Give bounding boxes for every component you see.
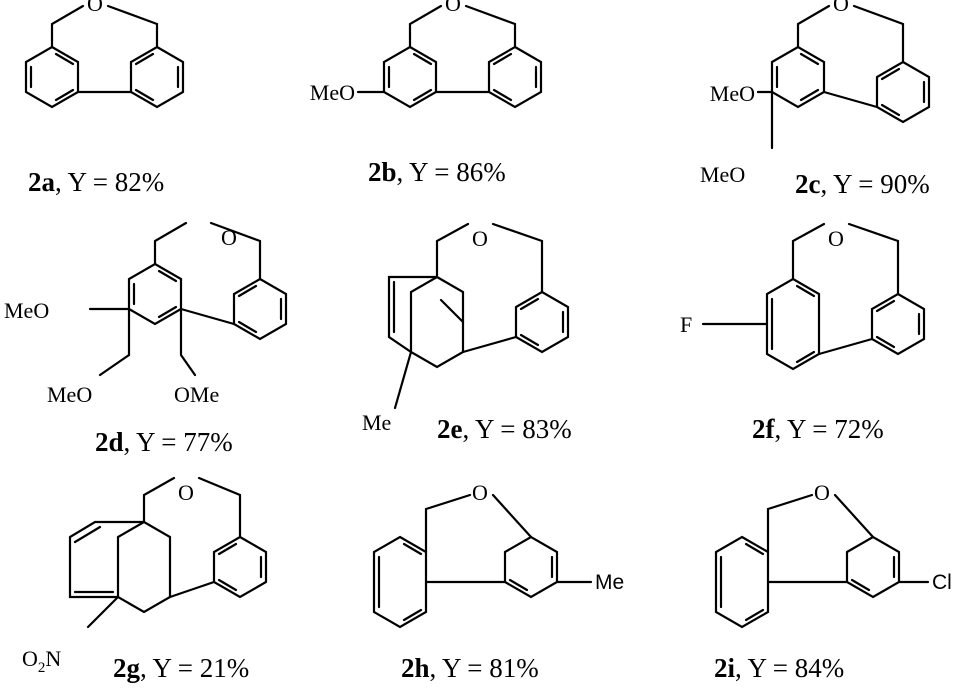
nitro-group: O2N: [22, 646, 61, 676]
compound-id: 2d: [95, 427, 124, 457]
compound-2d-structure: O MeO MeO OMe: [4, 221, 288, 407]
oxygen-atom: O: [221, 225, 237, 250]
compound-id: 2e: [437, 414, 463, 444]
oxygen-atom: O: [814, 480, 830, 505]
compound-2a-structure: O: [24, 0, 185, 109]
yield-text: , Y = 72%: [775, 414, 884, 444]
compound-2e-structure: O Me: [362, 222, 570, 435]
compound-2c-caption: 2c, Y = 90%: [795, 169, 930, 199]
methoxy-group: MeO: [4, 298, 49, 323]
oxygen-atom: O: [472, 226, 488, 251]
compound-id: 2i: [714, 653, 736, 683]
compound-2c: O MeO MeO 2c, Y = 90%: [700, 0, 931, 199]
compound-2h: O Me 2h, Y = 81%: [372, 480, 624, 683]
oxygen-atom: O: [833, 0, 849, 16]
compound-id: 2g: [113, 653, 141, 683]
methoxy-group: MeO: [47, 382, 92, 407]
methoxy-group: OMe: [174, 382, 219, 407]
methoxy-group: MeO: [310, 80, 355, 105]
compound-2f: O F 2f, Y = 72%: [680, 222, 926, 444]
chlorine-atom: Cl: [932, 571, 952, 594]
compound-2a: O 2a, Y = 82%: [24, 0, 185, 197]
compound-id: 2c: [795, 169, 821, 199]
compound-2i-structure: O Cl: [714, 480, 952, 629]
compound-2h-caption: 2h, Y = 81%: [401, 653, 539, 683]
yield-text: , Y = 21%: [140, 653, 249, 683]
compound-id: 2h: [401, 653, 430, 683]
compound-2g-structure: O O2N: [22, 476, 268, 676]
compound-2b-caption: 2b, Y = 86%: [368, 157, 506, 187]
oxygen-atom: O: [828, 226, 844, 251]
nitro-o: O: [22, 646, 38, 671]
yield-text: , Y = 84%: [735, 653, 844, 683]
fluorine-atom: F: [680, 312, 692, 337]
oxygen-atom: O: [472, 480, 488, 505]
nitro-subscript: 2: [38, 660, 46, 676]
compound-2a-caption: 2a, Y = 82%: [28, 167, 164, 197]
compound-2f-caption: 2f, Y = 72%: [752, 414, 884, 444]
compound-2e: O Me 2e, Y = 83%: [362, 222, 572, 444]
yield-text: , Y = 82%: [55, 167, 164, 197]
methyl-group: Me: [595, 571, 624, 594]
oxygen-atom: O: [178, 480, 194, 505]
compound-2g: O O2N 2g, Y = 21%: [22, 476, 268, 683]
yield-text: , Y = 83%: [462, 414, 571, 444]
yield-text: , Y = 77%: [124, 427, 233, 457]
compound-2c-structure: O MeO MeO: [700, 0, 931, 187]
compound-2h-structure: O Me: [372, 480, 624, 629]
compound-2g-caption: 2g, Y = 21%: [113, 653, 249, 683]
compound-id: 2f: [752, 414, 776, 444]
oxygen-atom: O: [445, 0, 461, 16]
nitro-n: N: [45, 646, 61, 671]
yield-text: , Y = 81%: [430, 653, 539, 683]
compound-2d: O MeO MeO OMe 2d, Y = 77%: [4, 221, 288, 457]
yield-text: , Y = 86%: [397, 157, 506, 187]
compound-2b: O MeO 2b, Y = 86%: [310, 0, 543, 187]
oxygen-atom: O: [87, 0, 103, 16]
compound-2i: O Cl 2i, Y = 84%: [714, 480, 952, 683]
methoxy-group: MeO: [700, 162, 745, 187]
compound-id: 2b: [368, 157, 397, 187]
compound-2f-structure: O F: [680, 222, 926, 371]
methoxy-group: MeO: [710, 81, 755, 106]
compound-2d-caption: 2d, Y = 77%: [95, 427, 233, 457]
yield-text: , Y = 90%: [820, 169, 929, 199]
methyl-group: Me: [362, 410, 391, 435]
compound-2b-structure: O MeO: [310, 0, 543, 109]
compound-2e-caption: 2e, Y = 83%: [437, 414, 572, 444]
compound-2i-caption: 2i, Y = 84%: [714, 653, 844, 683]
compound-id: 2a: [28, 167, 56, 197]
